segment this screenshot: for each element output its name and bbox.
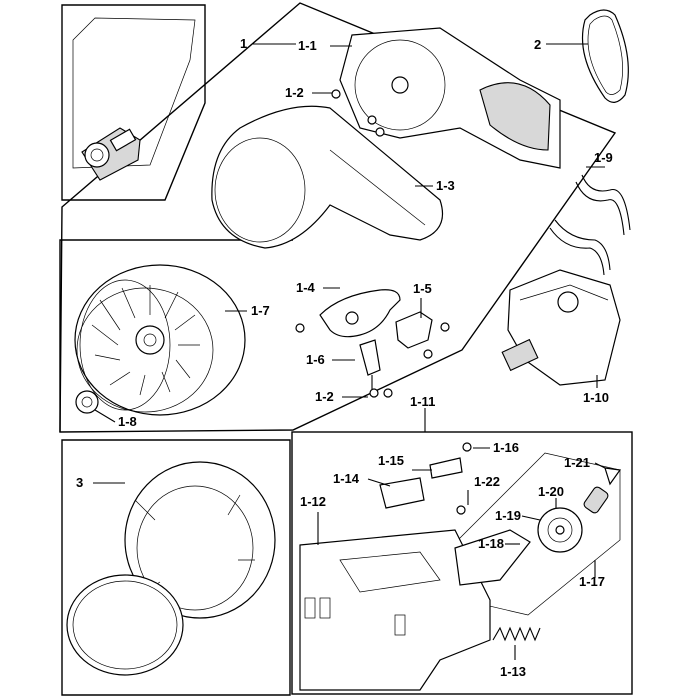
- group-box-3: [61, 439, 291, 696]
- part-3-seal-ring: [66, 574, 184, 676]
- group-box-1-11: [291, 431, 633, 695]
- inset-box-top-left: [61, 4, 206, 201]
- part-1-3-duct: [211, 105, 444, 249]
- label-1-11: 1-11: [410, 394, 435, 409]
- part-1-20-shaft: [583, 486, 609, 514]
- label-1-14: 1-14: [333, 471, 360, 486]
- label-1-2-bottom: 1-2: [315, 389, 334, 404]
- part-1-22-screw: [456, 505, 466, 515]
- label-1-8: 1-8: [118, 414, 137, 429]
- label-1-10: 1-10: [583, 390, 609, 405]
- label-1-22: 1-22: [474, 474, 500, 489]
- part-1-15-switch: [429, 457, 463, 479]
- label-1-16: 1-16: [493, 440, 519, 455]
- part-1-4-bracket: [319, 289, 401, 338]
- label-1-2-top: 1-2: [285, 85, 304, 100]
- label-1-13: 1-13: [500, 664, 526, 679]
- part-1-1-housing: [339, 27, 561, 169]
- part-1-7-fan-wheel: [74, 264, 246, 416]
- part-1-5-sensor: [395, 311, 450, 359]
- label-1-18: 1-18: [478, 536, 504, 551]
- part-1-13-spring: [492, 626, 541, 642]
- label-1-4: 1-4: [296, 280, 316, 295]
- label-1-21: 1-21: [564, 455, 590, 470]
- label-1-7: 1-7: [251, 303, 270, 318]
- screws-1-2: [295, 89, 393, 398]
- leader-lines: [93, 43, 606, 660]
- part-1-10-motor: [501, 269, 621, 386]
- label-1: 1: [240, 36, 247, 51]
- part-1-12-base-plate: [299, 529, 491, 691]
- callout-labels: 1 1-1 1-2 2 1-3 1-9 1-10 1-4 1-5 1-6 1-2…: [76, 36, 613, 679]
- label-1-3: 1-3: [436, 178, 455, 193]
- label-1-15: 1-15: [378, 453, 404, 468]
- part-1-19-pulley: [537, 507, 583, 553]
- part-1-14-switch: [379, 477, 425, 509]
- part-1-16-screw: [462, 442, 472, 452]
- label-1-5: 1-5: [413, 281, 432, 296]
- part-2-belt: [581, 9, 629, 103]
- label-1-12: 1-12: [300, 494, 326, 509]
- label-1-19: 1-19: [495, 508, 521, 523]
- label-1-9: 1-9: [594, 150, 613, 165]
- label-3: 3: [76, 475, 83, 490]
- part-1-6-thermostat: [359, 339, 381, 392]
- label-1-6: 1-6: [306, 352, 325, 367]
- part-1-8-nut: [75, 390, 99, 414]
- label-1-17: 1-17: [579, 574, 605, 589]
- label-1-20: 1-20: [538, 484, 564, 499]
- label-2: 2: [534, 37, 541, 52]
- label-1-1: 1-1: [298, 38, 317, 53]
- part-1-21-clip: [604, 467, 622, 486]
- group-box-1-7: [59, 239, 293, 432]
- inset-assembly-illustration: [81, 127, 141, 181]
- part-1-9-brackets: [549, 174, 631, 276]
